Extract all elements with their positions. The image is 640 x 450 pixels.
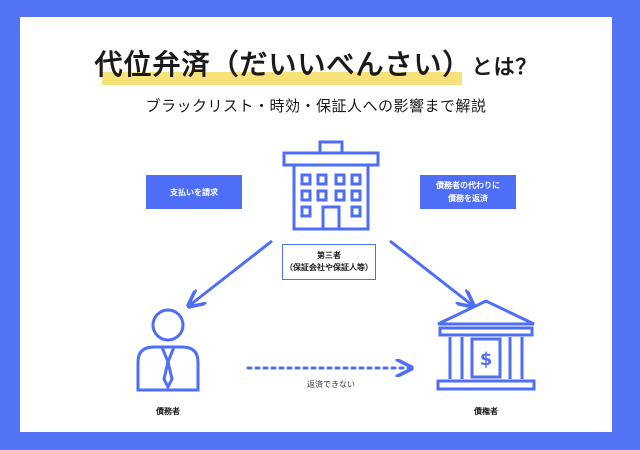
claim-payment-label: 支払いを請求 <box>170 187 218 197</box>
businessman-icon <box>136 308 200 392</box>
claim-payment-box: 支払いを請求 <box>146 175 242 209</box>
cannot-repay-label: 返済できない <box>307 380 355 389</box>
repay-on-behalf-box: 債務者の代わりに 債務を返済 <box>420 175 516 209</box>
diagram-art: $ <box>136 140 536 392</box>
third-party-box: 第三者 （保証会社や保証人等） <box>282 244 376 280</box>
arrow-to-debtor <box>190 239 273 305</box>
debtor-label: 債務者 <box>156 407 180 416</box>
third-party-detail: （保証会社や保証人等） <box>285 263 373 272</box>
page-subtitle: ブラックリスト・時効・保証人への影響まで解説 <box>145 97 487 115</box>
title-tail: とは？ <box>471 55 538 79</box>
title-highlight <box>102 72 462 85</box>
office-building-icon <box>282 140 380 231</box>
bank-icon <box>436 299 536 391</box>
third-party-title: 第三者 <box>317 251 341 260</box>
dollar-sign-icon: $ <box>480 349 493 370</box>
arrow-to-creditor <box>389 239 472 305</box>
title-main: 代位弁済（だいいべんさい） <box>94 48 472 81</box>
infographic-card: 代位弁済（だいいべんさい）とは？ ブラックリスト・時効・保証人への影響まで解説 <box>20 17 612 432</box>
title-wrap: 代位弁済（だいいべんさい）とは？ <box>20 45 612 87</box>
repay-on-behalf-line1: 債務者の代わりに <box>436 181 500 190</box>
repay-on-behalf-line2: 債務を返済 <box>448 194 488 203</box>
creditor-label: 債権者 <box>474 407 498 416</box>
page-title: 代位弁済（だいいべんさい）とは？ <box>88 45 543 87</box>
